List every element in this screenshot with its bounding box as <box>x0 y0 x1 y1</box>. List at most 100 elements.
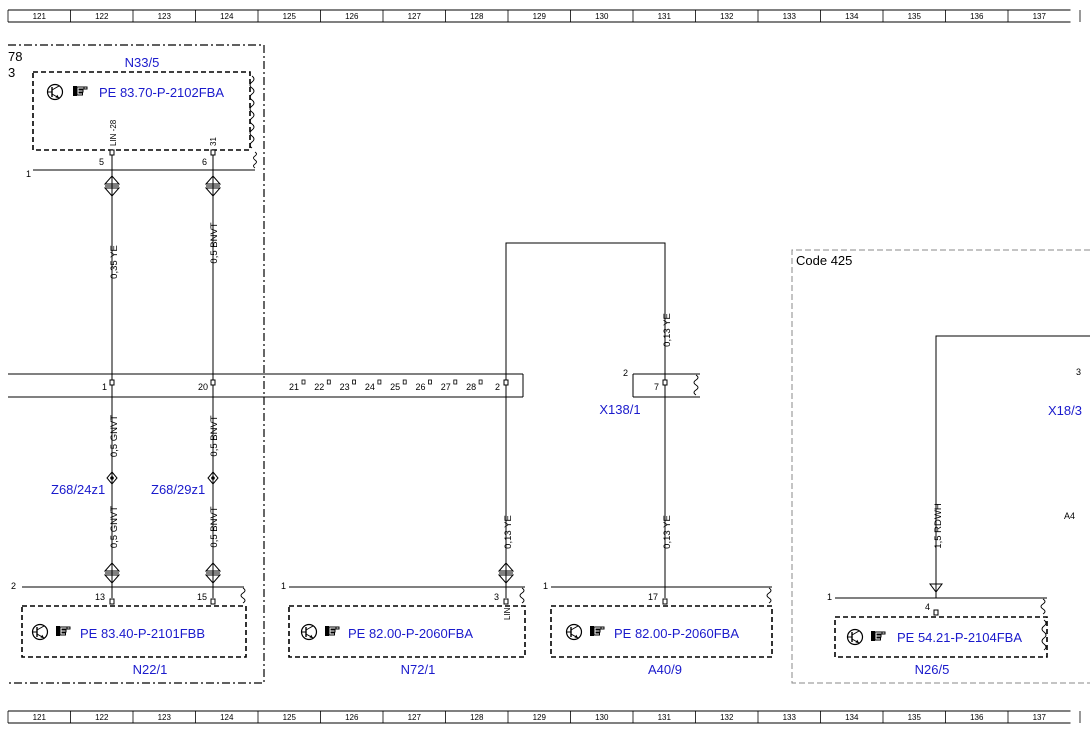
marker-number: 1 <box>281 581 286 591</box>
splice-label: Z68/24z1 <box>51 482 105 497</box>
ruler-label: 129 <box>533 713 547 722</box>
marker-number: 2 <box>11 581 16 591</box>
pointing-hand-icon <box>55 625 71 637</box>
pin-number: 4 <box>925 602 930 612</box>
pointing-hand-icon <box>870 630 886 642</box>
ruler-label: 130 <box>595 713 609 722</box>
wire-label: 1,5 RDWH <box>933 503 944 549</box>
pin-number: 20 <box>198 382 208 392</box>
pe-reference-link[interactable]: PE 83.40-P-2101FBB <box>80 626 205 641</box>
ruler-label: 124 <box>220 713 234 722</box>
wire-label: 0,13 YE <box>662 313 673 347</box>
pe-reference-link[interactable]: PE 54.21-P-2104FBA <box>897 630 1022 645</box>
ruler-label: 135 <box>908 12 922 21</box>
pin-number: 6 <box>202 157 207 167</box>
code-425-frame <box>791 249 1090 684</box>
pin-socket <box>377 379 382 385</box>
ruler-label: 127 <box>408 713 422 722</box>
pin-socket <box>428 379 432 385</box>
pin-number: 28 <box>466 382 476 392</box>
wire-label: 0,35 YE <box>109 245 120 279</box>
module-label: N22/1 <box>133 662 168 677</box>
component-label: A4 <box>1064 511 1075 521</box>
transistor-icon <box>46 83 64 101</box>
ruler-label: 123 <box>158 12 172 21</box>
ruler-label: 129 <box>533 12 547 21</box>
ruler-label: 130 <box>595 12 609 21</box>
pin-socket <box>301 379 306 385</box>
ruler-label: 121 <box>33 713 47 722</box>
connector-label: X18/3 <box>1048 403 1082 418</box>
pin-name: 31 <box>209 137 218 146</box>
ruler-label: 123 <box>158 713 172 722</box>
pin-number: 7 <box>654 382 659 392</box>
pin-number: 26 <box>415 382 425 392</box>
module-n26-5[interactable]: 4 1 PE 54.21-P-2104FBA N26/5 <box>827 592 1048 677</box>
module-n33-5[interactable]: PE 83.70-P-2102FBA N33/5 1 5 6 LIN -28 3… <box>26 55 257 179</box>
connector-label: X138/1 <box>599 402 640 417</box>
ruler-label: 133 <box>783 713 797 722</box>
module-label: A40/9 <box>648 662 682 677</box>
marker-number: 2 <box>623 368 628 378</box>
transistor-icon <box>846 628 864 646</box>
pin-number: 15 <box>197 592 207 602</box>
marker-number: 3 <box>1076 367 1081 377</box>
pe-reference-link[interactable]: PE 82.00-P-2060FBA <box>614 626 739 641</box>
wire-label: 0,5 BNVT <box>209 415 220 456</box>
pin-number: 13 <box>95 592 105 602</box>
transistor-icon <box>300 623 318 641</box>
ruler-label: 121 <box>33 12 47 21</box>
connector-x138-1[interactable]: 7 2 X138/1 <box>599 368 700 417</box>
wire-label: 0,13 YE <box>662 515 673 549</box>
marker-number: 1 <box>827 592 832 602</box>
pin-name: LIN <box>503 607 512 620</box>
ruler-label: 133 <box>783 12 797 21</box>
module-n72-1[interactable]: 3 LIN 1 PE 82.00-P-2060FBA N72/1 <box>281 581 526 677</box>
ruler-label: 126 <box>345 713 359 722</box>
pin-number: 1 <box>102 382 107 392</box>
pin-number: 17 <box>648 592 658 602</box>
corner-label-line2: 3 <box>8 65 15 80</box>
ruler-label: 135 <box>908 713 922 722</box>
ruler-label: 124 <box>220 12 234 21</box>
wire-label: 0,5 GNVT <box>109 506 120 548</box>
ruler-label: 128 <box>470 12 484 21</box>
pin-socket <box>453 379 458 385</box>
marker-number: 1 <box>543 581 548 591</box>
module-label: N72/1 <box>401 662 436 677</box>
module-n22-1[interactable]: 13 15 2 PE 83.40-P-2101FBB N22/1 <box>11 581 247 677</box>
transistor-icon <box>31 623 49 641</box>
wire-label: 0,13 YE <box>503 515 514 549</box>
harness-frame <box>8 44 265 684</box>
ruler-label: 134 <box>845 713 859 722</box>
pin-socket <box>402 379 407 385</box>
ruler-label: 137 <box>1033 12 1047 21</box>
ruler-label: 131 <box>658 713 672 722</box>
pin-number: 24 <box>365 382 375 392</box>
pin-socket <box>326 379 331 385</box>
corner-label-line1: 78 <box>8 49 22 64</box>
pin-number: 2 <box>495 382 500 392</box>
pe-reference-link[interactable]: PE 83.70-P-2102FBA <box>99 85 224 100</box>
ruler-label: 122 <box>95 713 109 722</box>
module-label: N33/5 <box>125 55 160 70</box>
pe-reference-link[interactable]: PE 82.00-P-2060FBA <box>348 626 473 641</box>
wire-label: 0,5 BNVT <box>209 222 220 263</box>
module-label: N26/5 <box>915 662 950 677</box>
ruler-label: 134 <box>845 12 859 21</box>
arrow-connector-symbol <box>929 583 943 593</box>
pin-number: 3 <box>494 592 499 602</box>
pointing-hand-icon <box>589 625 605 637</box>
pin-number: 23 <box>340 382 350 392</box>
module-a40-9[interactable]: 17 1 PE 82.00-P-2060FBA A40/9 <box>543 581 773 677</box>
ruler-label: 136 <box>970 12 984 21</box>
pointing-hand-icon <box>324 625 340 637</box>
pointing-hand-icon <box>72 85 88 97</box>
ruler-label: 122 <box>95 12 109 21</box>
pin-socket <box>478 379 483 385</box>
ruler-label: 137 <box>1033 713 1047 722</box>
connector-x18-3[interactable]: 3 X18/3 <box>1048 367 1082 418</box>
